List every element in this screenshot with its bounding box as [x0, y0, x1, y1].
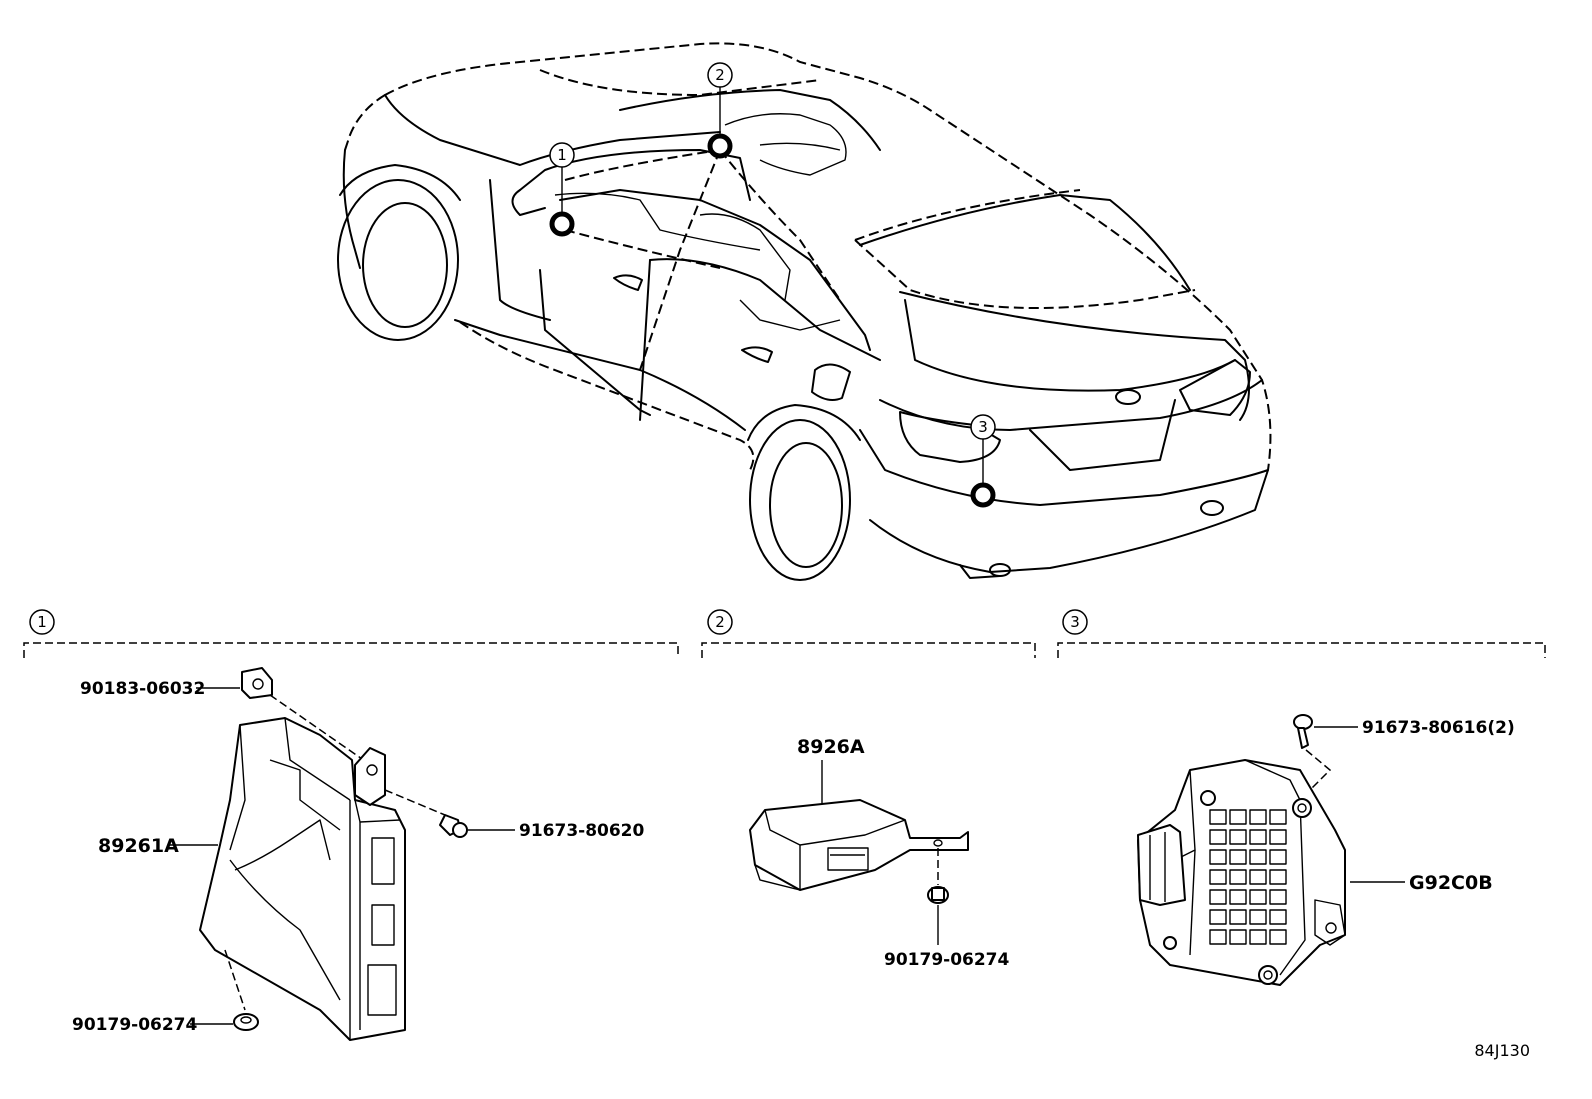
diagram-code: 84J130: [1474, 1041, 1530, 1060]
section-header-3: 3: [1057, 609, 1546, 658]
section-header-1: 1: [23, 609, 679, 658]
part-number-label: 91673-80620: [519, 821, 645, 841]
part-number-label: G92C0B: [1409, 872, 1493, 894]
section-3-parts: [1137, 714, 1405, 986]
nut-part: [233, 1013, 259, 1031]
part-number-label: 90179-06274: [72, 1015, 198, 1035]
section-number: 2: [715, 613, 725, 631]
location-marker-number: 3: [978, 418, 988, 436]
section-number: 3: [1070, 613, 1080, 631]
location-marker-1: 1: [549, 142, 575, 237]
part-number-label: 91673-80616(2): [1362, 718, 1515, 738]
location-marker-2: 2: [707, 62, 733, 159]
location-marker-number: 2: [715, 66, 725, 84]
part-number-label: 89261A: [98, 835, 179, 857]
ecu-module: [199, 717, 406, 1041]
part-number-label: 8926A: [797, 736, 865, 758]
section-1-parts: [168, 667, 515, 1041]
location-marker-3: 3: [970, 414, 996, 508]
part-number-label: 90183-06032: [80, 679, 205, 699]
clip-part: [241, 667, 273, 699]
car-illustration: [337, 42, 1272, 581]
location-marker-number: 1: [557, 146, 567, 164]
section-header-2: 2: [701, 609, 1036, 658]
section-number: 1: [37, 613, 47, 631]
part-number-label: 90179-06274: [884, 950, 1010, 970]
section-2-parts: [749, 760, 969, 945]
bolt-part: [1293, 714, 1313, 730]
